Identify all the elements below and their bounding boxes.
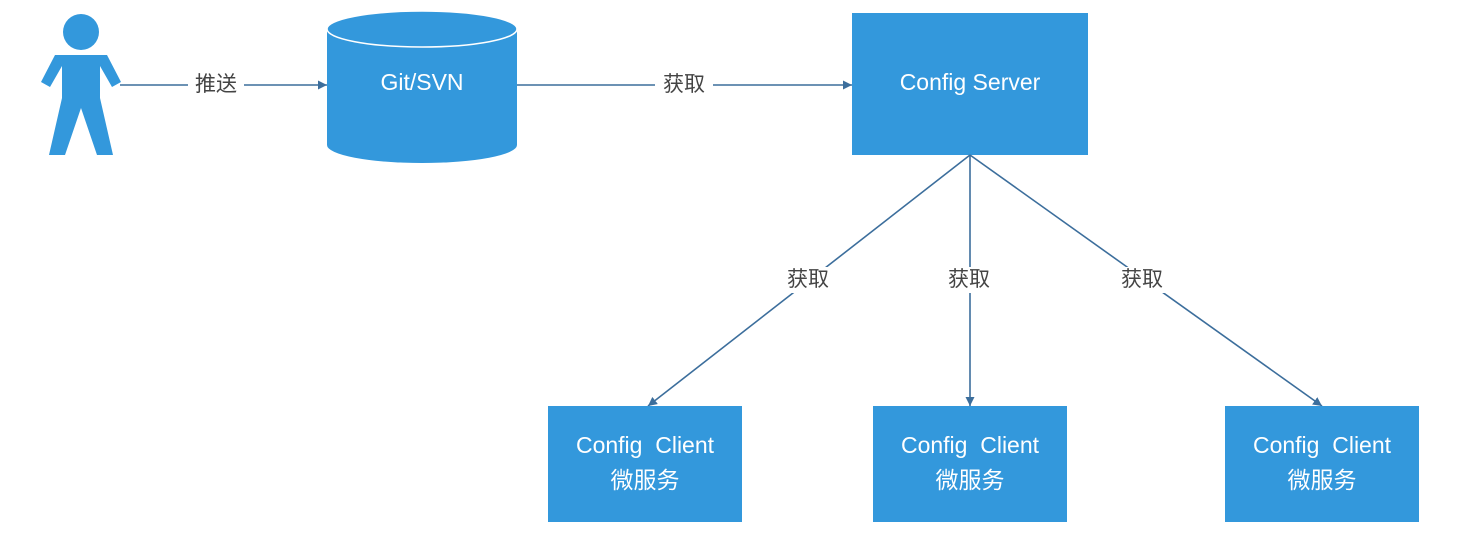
git-svn-repository: Git/SVN [326,10,518,163]
config-server-label: Config Server [900,69,1041,95]
edge-label-fetch-client-1: 获取 [787,267,829,291]
config-client-subtitle: 微服务 [1288,467,1357,493]
edge-push: 推送 [120,72,327,98]
config-client-node-3: Config Client 微服务 [1225,406,1419,522]
edge-label-fetch-client-2: 获取 [948,267,990,291]
edge-fetch-client-2: 获取 [940,155,998,406]
config-client-node-2: Config Client 微服务 [873,406,1067,522]
edge-label-fetch-server: 获取 [663,72,705,96]
edge-fetch-server: 获取 [517,72,852,98]
config-client-title: Config Client [1253,432,1392,458]
person-icon [41,14,121,155]
edge-fetch-client-1: 获取 [647,154,971,407]
edge-label-fetch-client-3: 获取 [1121,267,1163,291]
config-server-node: Config Server [852,13,1088,155]
config-client-node-1: Config Client 微服务 [548,406,742,522]
config-client-title: Config Client [576,432,715,458]
config-client-subtitle: 微服务 [611,467,680,493]
config-client-subtitle: 微服务 [936,467,1005,493]
config-client-title: Config Client [901,432,1040,458]
edge-fetch-client-3: 获取 [969,154,1323,407]
edge-label-push: 推送 [195,72,237,96]
repository-label: Git/SVN [380,69,463,95]
